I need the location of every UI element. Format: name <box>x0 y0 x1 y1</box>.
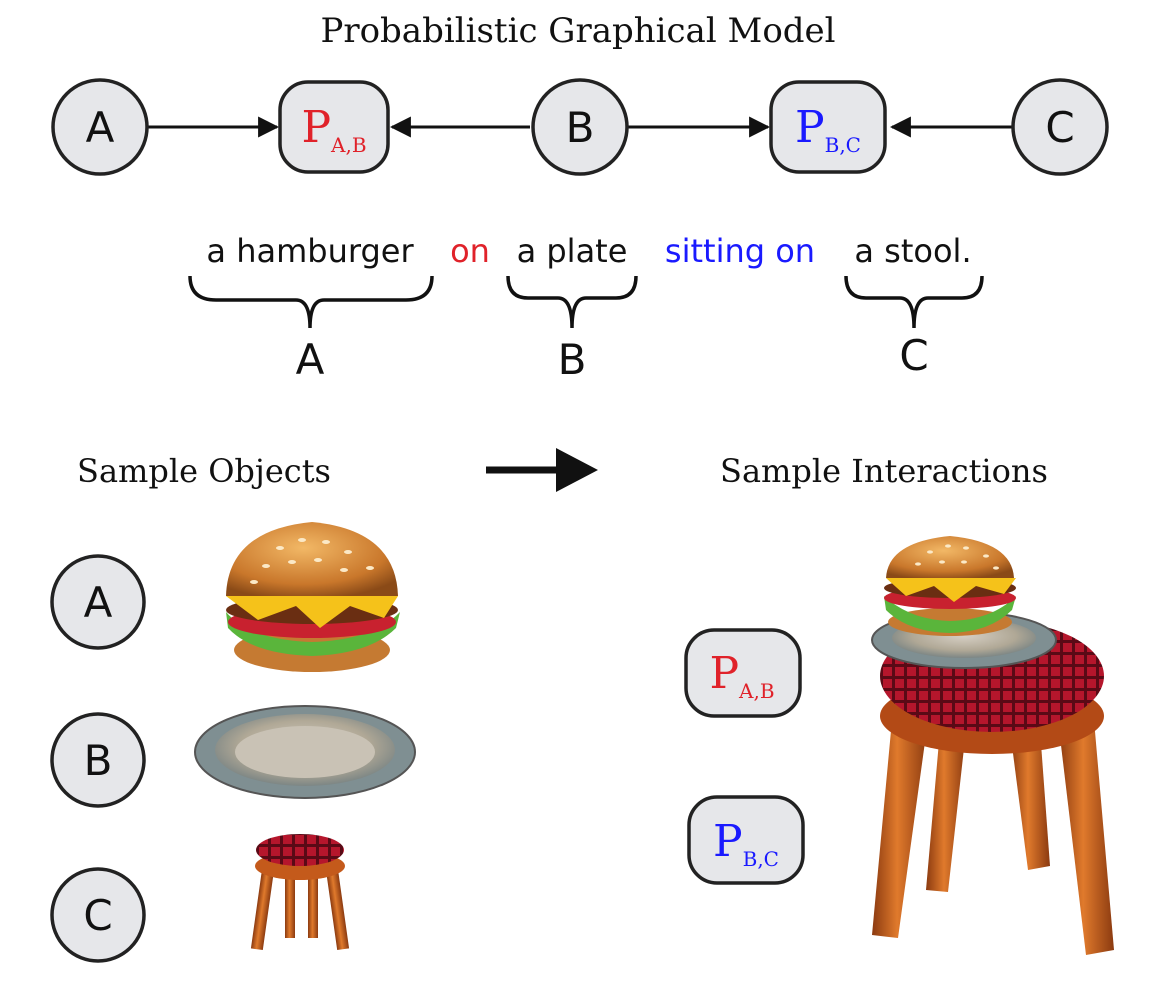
graph-factor-ab: PA,B <box>278 80 390 174</box>
brace-b <box>506 275 638 329</box>
object-node-c-label: C <box>83 891 112 940</box>
brace-label-c: C <box>899 331 928 380</box>
sentence-relation-ab: on <box>450 232 490 270</box>
graph-node-c-label: C <box>1045 103 1074 152</box>
brace-a <box>188 275 434 329</box>
sentence-part-c: a stool. <box>854 232 971 270</box>
interaction-factor-bc-main: P <box>713 816 743 867</box>
brace-label-b: B <box>558 335 587 384</box>
interaction-factor-bc: PB,C <box>687 795 805 885</box>
graph-node-b: B <box>531 78 629 176</box>
brace-c <box>844 275 984 329</box>
stool-image <box>250 834 350 951</box>
graph-node-a: A <box>51 78 149 176</box>
brace-label-a: A <box>296 335 325 384</box>
object-node-b-label: B <box>84 736 113 785</box>
svg-text:PB,C: PB,C <box>795 102 861 157</box>
graph-factor-ab-sub: A,B <box>330 133 367 157</box>
graph-factor-ab-main: P <box>301 102 331 153</box>
graph-factor-bc-sub: B,C <box>825 133 861 157</box>
page-title: Probabilistic Graphical Model <box>320 11 835 51</box>
interaction-factor-ab-sub: A,B <box>738 679 775 703</box>
composed-scene-image <box>871 536 1114 955</box>
interaction-factor-ab: PA,B <box>684 628 802 718</box>
object-node-b: B <box>50 712 146 808</box>
hamburger-image <box>226 522 400 672</box>
caption-sentence: a hamburger on a plate sitting on a stoo… <box>206 232 971 270</box>
right-arrow-icon <box>486 448 598 492</box>
sentence-relation-bc: sitting on <box>665 232 815 270</box>
svg-text:PA,B: PA,B <box>709 648 774 703</box>
sample-objects-heading: Sample Objects <box>77 452 331 490</box>
sample-interactions-heading: Sample Interactions <box>720 452 1048 490</box>
graph-node-a-label: A <box>86 103 115 152</box>
interaction-factor-bc-sub: B,C <box>743 847 779 871</box>
sentence-part-b: a plate <box>517 232 628 270</box>
svg-text:PB,C: PB,C <box>713 816 779 871</box>
interaction-factor-ab-main: P <box>709 648 739 699</box>
graph-node-c: C <box>1011 78 1109 176</box>
plate-image <box>194 705 416 799</box>
object-node-a-label: A <box>84 578 113 627</box>
graph-factor-bc-main: P <box>795 102 825 153</box>
object-node-a: A <box>50 554 146 650</box>
sentence-part-a: a hamburger <box>206 232 414 270</box>
object-node-c: C <box>50 867 146 963</box>
graph-node-b-label: B <box>566 103 595 152</box>
graph-factor-bc: PB,C <box>769 80 887 174</box>
svg-text:PA,B: PA,B <box>301 102 366 157</box>
